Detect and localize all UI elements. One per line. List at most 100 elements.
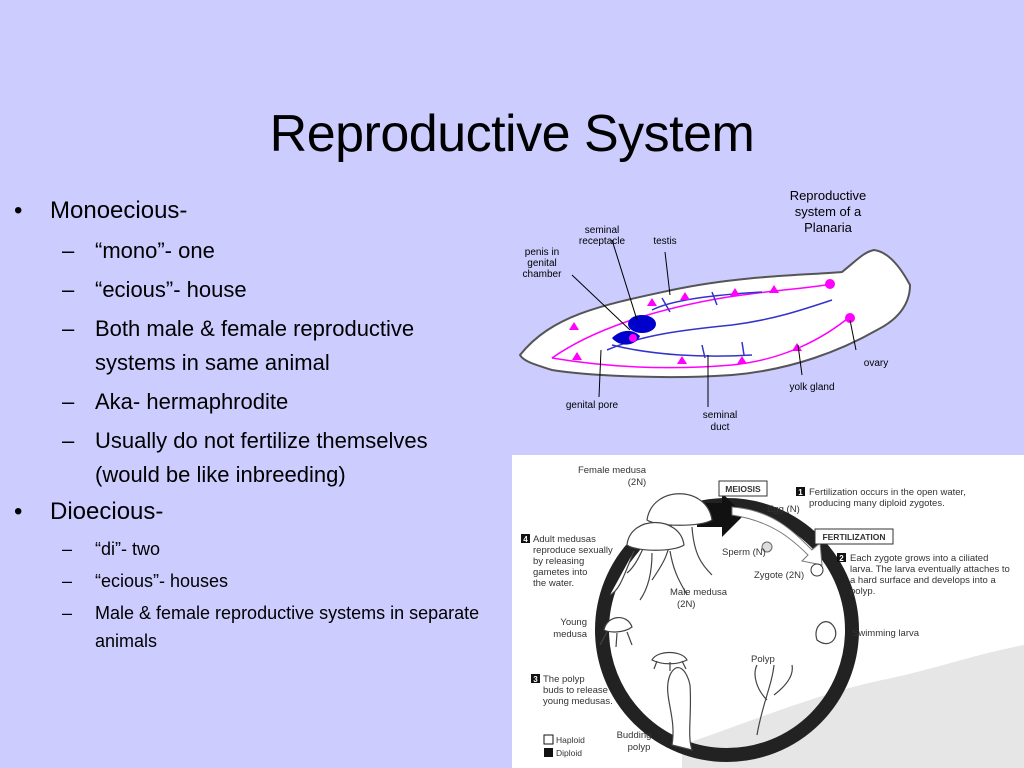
bullet-list: •Monoecious- –“mono”- one –“ecious”- hou… bbox=[10, 196, 510, 659]
meiosis-arrow bbox=[697, 493, 744, 537]
step2-text-3: a hard surface and develops into a bbox=[850, 575, 996, 586]
seabed bbox=[682, 645, 1024, 768]
label-budding-polyp-1: Budding bbox=[617, 730, 652, 741]
label-meiosis: MEIOSIS bbox=[725, 484, 761, 494]
label-zygote: Zygote (2N) bbox=[754, 570, 804, 581]
sub-bullet: –Both male & female reproductive systems… bbox=[10, 312, 465, 380]
planaria-ovary-1 bbox=[825, 279, 835, 289]
sub-bullet-text: “ecious”- houses bbox=[95, 571, 229, 591]
label-penis-line-3: chamber bbox=[523, 269, 563, 280]
planaria-title-line-1: Reproductive bbox=[790, 188, 867, 203]
dash-marker: – bbox=[62, 277, 75, 302]
bullet-text: Dioecious- bbox=[50, 498, 164, 525]
bullet-monoecious: • Monoecious- bbox=[10, 196, 510, 226]
sub-bullet-text: “ecious”- house bbox=[95, 277, 247, 302]
step1-text-1: Fertilization occurs in the open water, bbox=[809, 487, 966, 498]
dash-marker: – bbox=[62, 316, 75, 341]
planaria-seminal-receptacle bbox=[628, 315, 656, 333]
fertilization-box bbox=[814, 528, 894, 545]
sub-bullet: –“mono”- one bbox=[10, 234, 510, 268]
sub-bullet: –Usually do not fertilize themselves (wo… bbox=[10, 424, 465, 492]
legend-haploid-swatch bbox=[543, 734, 554, 745]
medusa-drawings bbox=[599, 493, 837, 751]
label-budding-polyp-2: polyp bbox=[628, 742, 651, 753]
planaria-diagram: Reproductive system of a Planaria penis … bbox=[518, 188, 912, 433]
meiosis-box bbox=[718, 480, 768, 497]
step2-number: 2 bbox=[839, 554, 844, 563]
label-swimming-larva: Swimming larva bbox=[852, 628, 920, 639]
legend-haploid-label: Haploid bbox=[556, 735, 585, 745]
cnidarian-life-cycle-diagram: Female medusa (2N) MEIOSIS 1 Fertilizati… bbox=[512, 455, 1024, 768]
slide-title: Reproductive System bbox=[269, 105, 755, 163]
step2-marker bbox=[837, 553, 846, 562]
step3-marker bbox=[531, 674, 540, 683]
step3-number: 3 bbox=[533, 675, 538, 684]
sub-bullet: –Aka- hermaphrodite bbox=[10, 385, 510, 419]
dash-marker: – bbox=[62, 389, 75, 414]
egg-dot bbox=[761, 541, 773, 553]
planaria-title-line-3: Planaria bbox=[804, 220, 852, 235]
step3-text-1: The polyp bbox=[543, 674, 585, 685]
step4-text-3: by releasing bbox=[533, 556, 584, 567]
sub-bullet-text: “mono”- one bbox=[95, 238, 215, 263]
step2-text-4: polyp. bbox=[850, 586, 875, 597]
step1-number: 1 bbox=[798, 488, 803, 497]
label-yolk-gland: yolk gland bbox=[789, 382, 834, 393]
label-male-medusa-1: Male medusa bbox=[670, 587, 728, 598]
sub-bullet: –“ecious”- house bbox=[10, 273, 510, 307]
sub-bullet-text: “di”- two bbox=[95, 539, 161, 559]
sub-bullet: – “ecious”- houses bbox=[10, 567, 510, 595]
label-testis: testis bbox=[653, 236, 676, 247]
label-seminal-duct-line-2: duct bbox=[711, 422, 730, 433]
bullet-marker: • bbox=[14, 197, 23, 224]
sub-bullet-text: Male & female reproductive systems in se… bbox=[95, 603, 480, 651]
step2-text-2: larva. The larva eventually attaches to bbox=[850, 564, 1010, 575]
label-male-medusa-2: (2N) bbox=[677, 599, 695, 610]
zygote-dot bbox=[810, 563, 824, 577]
bullet-marker: • bbox=[14, 498, 23, 525]
planaria-yolk-glands bbox=[569, 285, 802, 364]
dash-marker: – bbox=[62, 571, 73, 591]
label-ovary: ovary bbox=[864, 358, 888, 369]
planaria-title-line-2: system of a bbox=[795, 204, 862, 219]
label-genital-pore: genital pore bbox=[566, 400, 619, 411]
label-polyp: Polyp bbox=[751, 654, 775, 665]
bullet-dioecious: • Dioecious- bbox=[10, 497, 510, 527]
sub-bullet-text: Both male & female reproductive systems … bbox=[95, 316, 415, 375]
label-penis-line-1: penis in bbox=[525, 247, 559, 258]
step2-text-1: Each zygote grows into a ciliated bbox=[850, 553, 988, 564]
step4-number: 4 bbox=[523, 535, 528, 544]
label-female-medusa-1: Female medusa bbox=[578, 465, 647, 476]
dash-marker: – bbox=[62, 603, 73, 623]
step4-marker bbox=[521, 534, 530, 543]
label-seminal-receptacle-line-1: seminal bbox=[585, 225, 619, 236]
sub-bullet-text: Usually do not fertilize themselves (wou… bbox=[95, 428, 428, 487]
dash-marker: – bbox=[62, 428, 75, 453]
label-penis-line-2: genital bbox=[527, 258, 556, 269]
planaria-leader-lines bbox=[571, 239, 857, 407]
label-female-medusa-2: (2N) bbox=[628, 477, 646, 488]
label-young-medusa-2: medusa bbox=[553, 629, 588, 640]
step4-text-5: the water. bbox=[533, 578, 574, 589]
label-seminal-receptacle-line-2: receptacle bbox=[579, 236, 626, 247]
legend-diploid-label: Diploid bbox=[556, 748, 582, 758]
dash-marker: – bbox=[62, 539, 73, 559]
step3-text-3: young medusas. bbox=[543, 696, 613, 707]
label-seminal-duct-line-1: seminal bbox=[703, 410, 737, 421]
sub-bullet-text: Aka- hermaphrodite bbox=[95, 389, 289, 414]
label-young-medusa-1: Young bbox=[560, 617, 587, 628]
legend-diploid-swatch bbox=[544, 748, 553, 757]
step3-text-2: buds to release bbox=[543, 685, 608, 696]
dash-marker: – bbox=[62, 238, 75, 263]
label-fertilization: FERTILIZATION bbox=[822, 532, 885, 542]
step1-marker bbox=[796, 487, 805, 496]
label-egg: Egg (N) bbox=[767, 504, 800, 515]
step4-text-1: Adult medusas bbox=[533, 534, 596, 545]
sub-bullet: – “di”- two bbox=[10, 535, 510, 563]
step1-text-2: producing many diploid zygotes. bbox=[809, 498, 945, 509]
bullet-text: Monoecious- bbox=[50, 197, 188, 224]
planaria-seminal-duct-line bbox=[606, 291, 833, 359]
planaria-ovary-2 bbox=[845, 313, 855, 323]
step4-text-2: reproduce sexually bbox=[533, 545, 613, 556]
planaria-genital-pore-dot bbox=[629, 334, 637, 342]
